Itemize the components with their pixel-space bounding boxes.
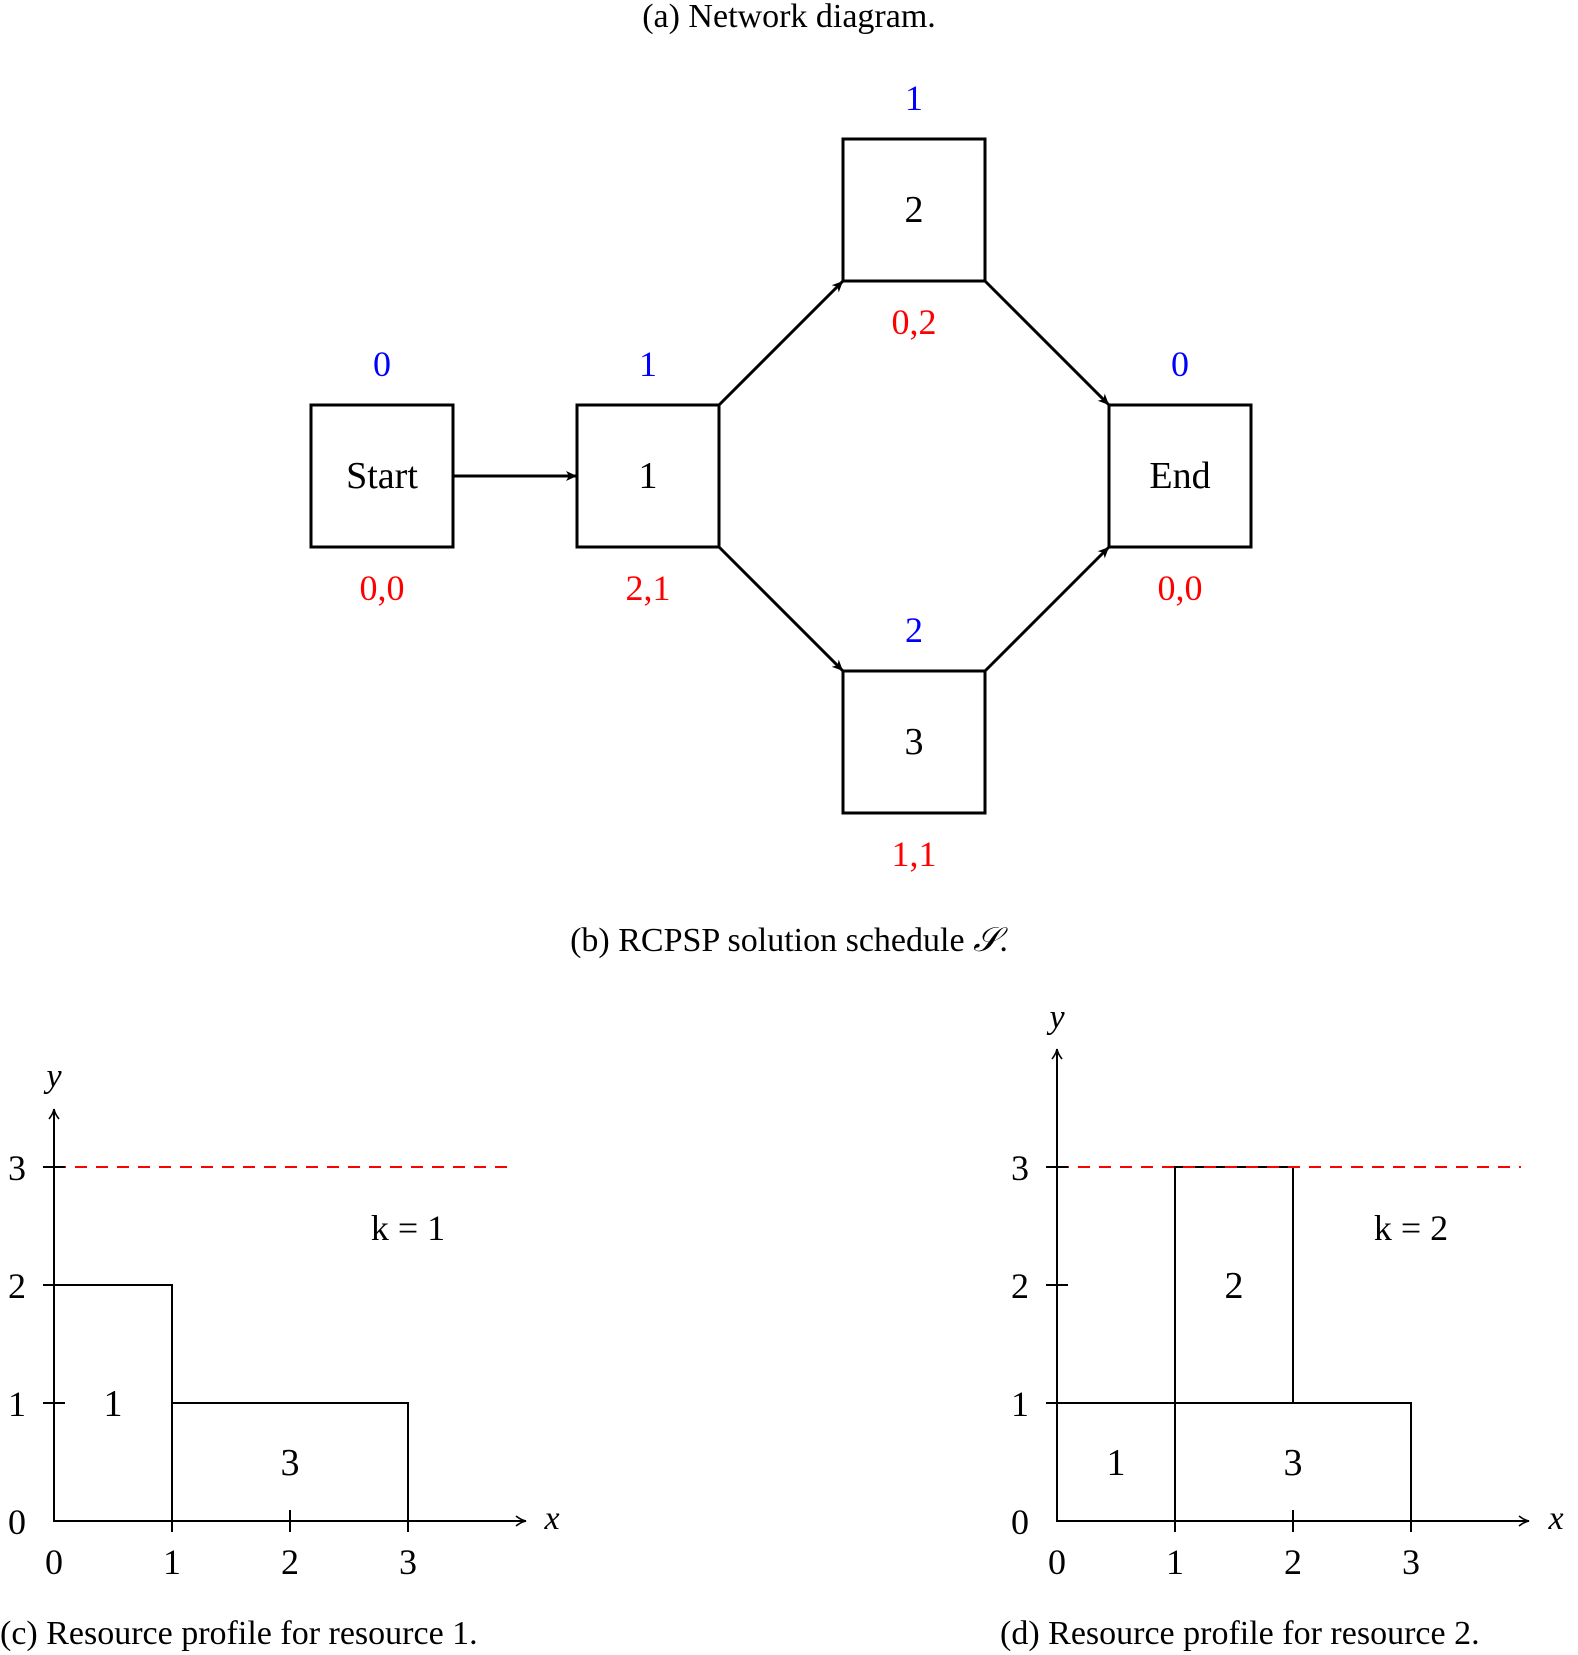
y-tick-label: 1 bbox=[8, 1384, 26, 1424]
x-tick-label: 2 bbox=[1284, 1542, 1302, 1582]
activity-block-2: 2 bbox=[1174, 1166, 1294, 1404]
node-resource-demands: 0,2 bbox=[892, 302, 937, 342]
node-start: Start 0 0,0 bbox=[309, 344, 455, 608]
activity-block-1: 1 bbox=[53, 1284, 173, 1522]
activity-block-label: 1 bbox=[1107, 1442, 1126, 1484]
x-tick-label: 3 bbox=[399, 1542, 417, 1582]
node-2: 210,2 bbox=[841, 78, 987, 342]
node-3: 321,1 bbox=[841, 610, 987, 874]
activity-block-1: 1 bbox=[1056, 1402, 1176, 1522]
x-tick-label: 0 bbox=[45, 1542, 63, 1582]
node-label: 3 bbox=[905, 721, 924, 763]
node-box bbox=[1107, 403, 1253, 549]
edge-1-to-2 bbox=[717, 279, 845, 407]
edge-3-to-end bbox=[983, 545, 1111, 673]
caption-schedule-prefix: (b) RCPSP solution schedule bbox=[570, 922, 973, 959]
y-tick-label: 0 bbox=[8, 1502, 26, 1542]
node-resource-demands: 0,0 bbox=[1158, 568, 1203, 608]
y-tick-label: 2 bbox=[8, 1266, 26, 1306]
node-box bbox=[575, 403, 721, 549]
x-tick-label: 1 bbox=[1166, 1542, 1184, 1582]
activity-block-label: 2 bbox=[1225, 1265, 1244, 1307]
node-label: 2 bbox=[905, 189, 924, 231]
node-resource-demands: 0,0 bbox=[360, 568, 405, 608]
x-tick-label: 1 bbox=[163, 1542, 181, 1582]
edge-1-to-3 bbox=[717, 545, 845, 673]
node-box bbox=[841, 669, 987, 815]
node-duration: 1 bbox=[639, 344, 657, 384]
node-label: 1 bbox=[639, 455, 658, 497]
node-box bbox=[309, 403, 455, 549]
node-1: 112,1 bbox=[575, 344, 721, 608]
caption-schedule: (b) RCPSP solution schedule 𝒮. bbox=[570, 922, 1008, 959]
y-tick-label: 0 bbox=[1011, 1502, 1029, 1542]
y-axis-label: y bbox=[43, 1058, 62, 1095]
resource-profile-chart-2: 1 3 2 x y 0 1 2 3 0 1 2 3 k = 2 bbox=[1011, 999, 1564, 1582]
node-duration: 1 bbox=[905, 78, 923, 118]
resource-profile-chart-1: 1 3 x y 0 1 2 3 0 1 2 3 k = 1 bbox=[8, 1058, 560, 1582]
caption-resource-profile-1: (c) Resource profile for resource 1. bbox=[0, 1615, 478, 1652]
node-duration: 2 bbox=[905, 610, 923, 650]
node-label: Start bbox=[346, 455, 418, 497]
node-end: End 0 0,0 bbox=[1107, 344, 1253, 608]
y-tick-label: 3 bbox=[1011, 1148, 1029, 1188]
caption-network-diagram: (a) Network diagram. bbox=[642, 0, 936, 35]
x-tick-label: 0 bbox=[1048, 1542, 1066, 1582]
activity-block-label: 1 bbox=[104, 1383, 123, 1425]
activity-block-label: 3 bbox=[281, 1442, 300, 1484]
x-axis-label: x bbox=[543, 1500, 559, 1537]
node-resource-demands: 2,1 bbox=[626, 568, 671, 608]
x-tick-label: 3 bbox=[1402, 1542, 1420, 1582]
resource-k-label: k = 2 bbox=[1374, 1208, 1448, 1248]
y-tick-label: 1 bbox=[1011, 1384, 1029, 1424]
activity-block-3: 3 bbox=[1174, 1402, 1412, 1522]
caption-resource-profile-2: (d) Resource profile for resource 2. bbox=[1000, 1615, 1480, 1652]
x-axis-label: x bbox=[1547, 1500, 1563, 1537]
node-duration: 0 bbox=[373, 344, 391, 384]
y-tick-label: 3 bbox=[8, 1148, 26, 1188]
y-tick-label: 2 bbox=[1011, 1266, 1029, 1306]
caption-schedule-suffix: . bbox=[999, 922, 1008, 959]
activity-block-label: 3 bbox=[1284, 1442, 1303, 1484]
y-axis-label: y bbox=[1046, 999, 1065, 1036]
node-duration: 0 bbox=[1171, 344, 1189, 384]
activity-block-3: 3 bbox=[171, 1402, 409, 1522]
node-label: End bbox=[1149, 455, 1210, 497]
edge-2-to-end bbox=[983, 279, 1111, 407]
resource-k-label: k = 1 bbox=[371, 1208, 445, 1248]
x-tick-label: 2 bbox=[281, 1542, 299, 1582]
node-box bbox=[841, 137, 987, 283]
node-resource-demands: 1,1 bbox=[892, 834, 937, 874]
